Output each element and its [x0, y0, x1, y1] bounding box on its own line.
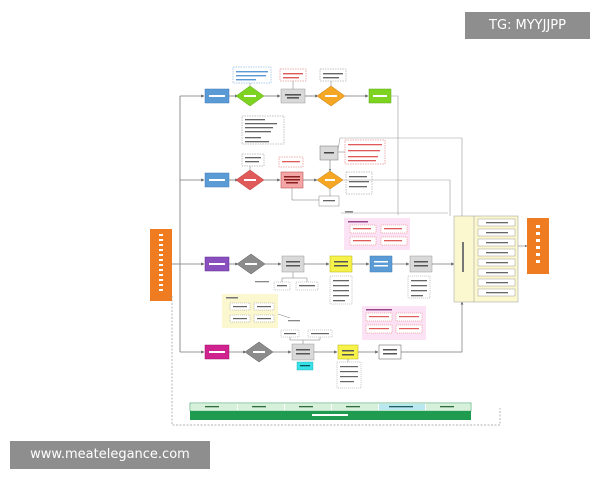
row1-process-gray: [280, 88, 306, 104]
row2-note-a: [241, 115, 285, 145]
left-trunk-connector: [172, 94, 205, 354]
watermark-bottom: www.meatelegance.com: [10, 441, 210, 469]
row3-process-yellow: [329, 255, 353, 273]
right-orange-bar-text: [536, 225, 540, 263]
row4-pink-panel: [362, 306, 426, 340]
row3-note-d: [407, 275, 431, 299]
bottom-segments: [191, 404, 470, 410]
row4-process-white: [378, 344, 402, 360]
left-orange-bar-text: [159, 234, 163, 291]
row3-process-gray: [281, 255, 305, 273]
row3-process-gray-2: [409, 255, 433, 273]
row4-process-yellow: [337, 344, 359, 360]
row4-note-c: [336, 361, 362, 389]
row4-yellow-panel: [222, 294, 278, 328]
watermark-top: TG: MYYJJPP: [465, 12, 590, 39]
row1-note-2: [279, 68, 307, 82]
row2-note-e: [345, 171, 373, 195]
right-list-items: [477, 218, 516, 297]
dashed-feedback-loop: [171, 296, 501, 426]
row2-note-b: [241, 153, 265, 167]
row3-process-blue: [369, 255, 393, 273]
row4-process-gray: [291, 343, 315, 361]
row1-note-3: [319, 68, 347, 82]
